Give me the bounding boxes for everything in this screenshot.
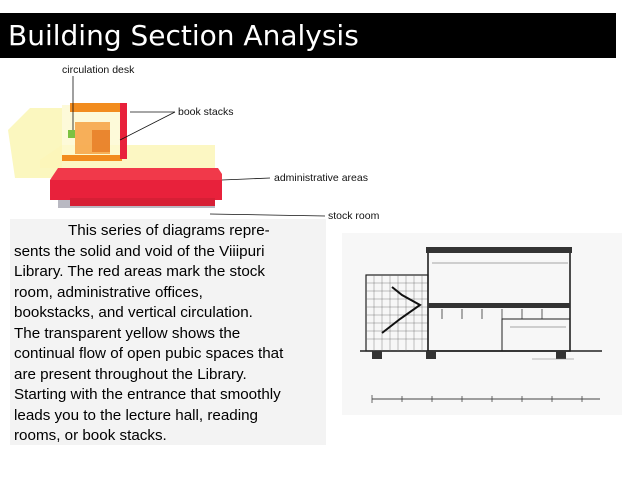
foundation-left (372, 351, 382, 359)
description-line: Library. The red areas mark the stock (14, 263, 265, 280)
orange-book-stacks-inner (92, 130, 110, 152)
description-line: This series of diagrams repre- (68, 222, 270, 239)
label-administrative-areas: administrative areas (274, 172, 368, 184)
red-vertical-circulation (120, 103, 127, 159)
label-book-stacks: book stacks (178, 106, 234, 118)
green-circulation-desk (68, 130, 75, 138)
description-line: continual flow of open pubic spaces that (14, 345, 284, 362)
label-stock-room: stock room (328, 210, 380, 222)
title-bar: Building Section Analysis (0, 13, 616, 58)
reading-floor-slab (428, 303, 570, 308)
red-administrative-top (50, 168, 222, 182)
roof-slab (426, 247, 572, 253)
book-stack-shelves (441, 309, 543, 319)
description-line: sents the solid and void of the Viiipuri (14, 242, 265, 260)
description-line: room, administrative offices, (14, 283, 203, 301)
leader-book-stacks-1 (119, 111, 176, 141)
leader-stock-room (209, 213, 326, 217)
lower-level-box (501, 318, 571, 352)
description-line: rooms, or book stacks. (14, 427, 167, 444)
orange-desk-strip (62, 155, 122, 161)
building-section-drawing (342, 233, 622, 415)
scale-ticks (371, 395, 583, 403)
foundation-mid (426, 351, 436, 359)
description-line: are present throughout the Library. (14, 365, 247, 383)
slide-title: Building Section Analysis (8, 19, 359, 52)
orange-book-stacks-top (70, 103, 122, 112)
leader-administrative-areas (221, 177, 271, 181)
description-block: This series of diagrams repre- sents the… (10, 219, 326, 445)
description-line: bookstacks, and vertical circulation. (14, 304, 253, 321)
description-line: The transparent yellow shows the (14, 324, 241, 342)
red-administrative-front (50, 180, 222, 200)
description-text: This series of diagrams repre- sents the… (14, 221, 324, 447)
label-circulation-desk: circulation desk (62, 64, 135, 76)
description-line: leads you to the lecture hall, reading (14, 406, 259, 424)
red-stock-room-front (70, 198, 215, 206)
drawing-background (342, 233, 622, 415)
stair-grid (366, 275, 428, 351)
description-line: Starting with the entrance that smoothly (14, 386, 281, 403)
foundation-right (556, 351, 566, 359)
massing-diagram (8, 76, 326, 217)
stair-flight (381, 286, 422, 334)
